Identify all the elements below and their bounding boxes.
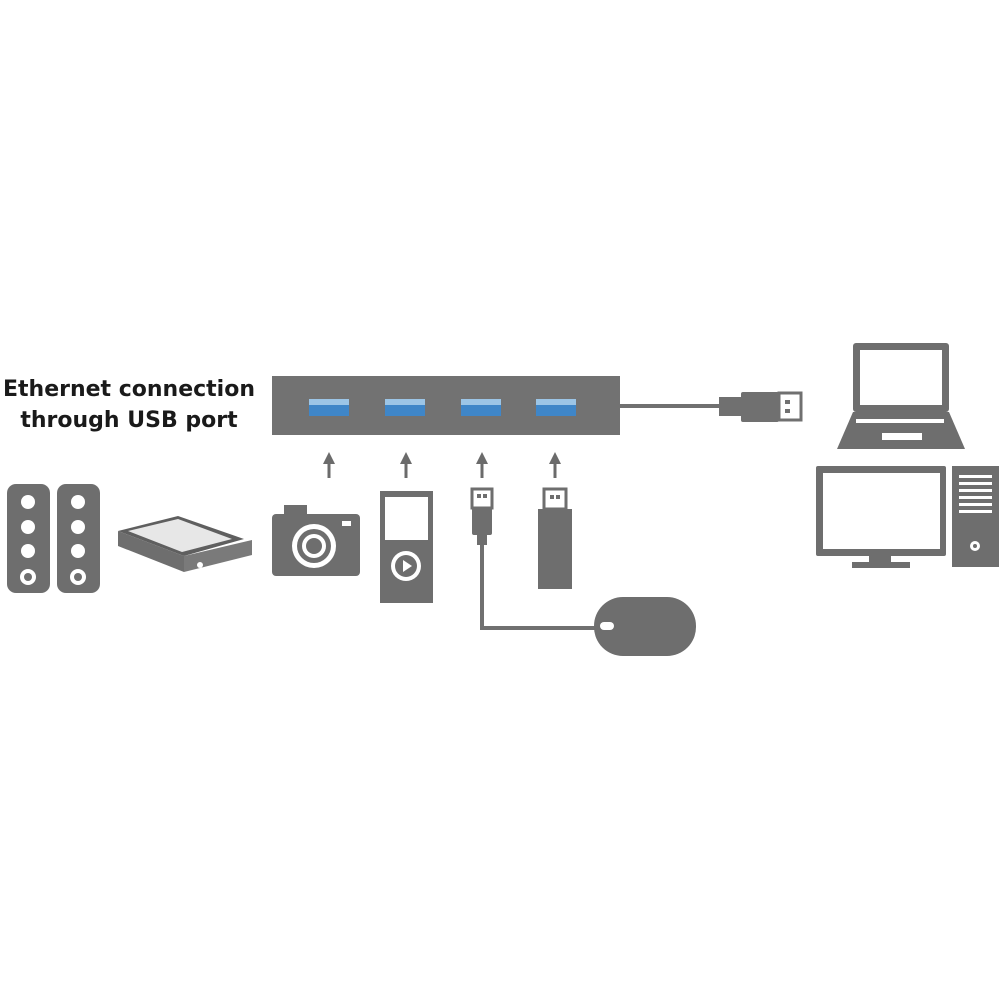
hub-cable [620, 391, 803, 422]
usb-hub-icon [272, 376, 620, 435]
media-player-icon [380, 491, 433, 603]
usb-cable-icon [470, 487, 598, 630]
caption-line-1: Ethernet connection [2, 377, 255, 402]
mouse-icon [594, 597, 696, 656]
laptop-icon [837, 343, 965, 449]
camera-icon [272, 505, 360, 576]
usb-port [536, 399, 576, 416]
caption: Ethernet connection through USB port [0, 374, 258, 436]
usb-port [385, 399, 425, 416]
speakers-icon [7, 484, 100, 593]
usb-port [309, 399, 349, 416]
usb-port [461, 399, 501, 416]
usb-flash-drive-icon [538, 487, 572, 589]
desktop-computer-icon [816, 466, 999, 568]
caption-line-2: through USB port [20, 408, 238, 433]
scanner-icon [118, 516, 252, 572]
